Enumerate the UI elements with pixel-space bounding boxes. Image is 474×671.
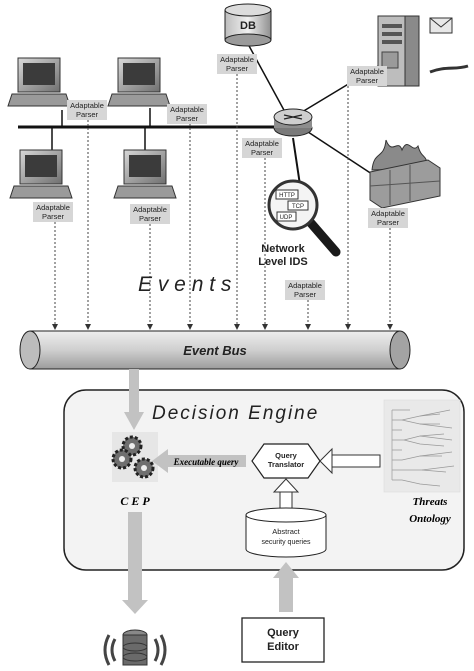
decision-engine-title: Decision Engine (152, 403, 319, 424)
ids-protocol-tcp: TCP (292, 204, 304, 210)
svg-text:Adaptable: Adaptable (170, 105, 204, 114)
svg-text:Adaptable: Adaptable (245, 139, 279, 148)
bus-to-cep-arrow (124, 369, 144, 430)
svg-text:Adaptable: Adaptable (350, 67, 384, 76)
ids-protocol-http: HTTP (279, 193, 295, 199)
abstract-queries-label-line1: Abstract (272, 527, 300, 536)
email-icon (429, 17, 453, 34)
svg-text:Parser: Parser (294, 290, 317, 299)
firewall-router-link (301, 127, 379, 179)
alarm-siren-icon (103, 629, 167, 666)
executable-query-label: Executable query (173, 457, 240, 467)
database-icon: DB (224, 3, 272, 47)
query-translator-label-line2: Translator (268, 460, 304, 469)
network-ids-magnifier-icon: HTTP TCP UDP (267, 179, 341, 257)
editor-to-store-arrow (273, 562, 299, 612)
cep-gears-icon (111, 432, 158, 482)
threats-ontology-label-line2: Ontology (409, 513, 451, 525)
network-ids-label-line1: Network (261, 243, 305, 255)
threats-ontology-label-line1: Threats (413, 496, 448, 508)
svg-text:Adaptable: Adaptable (288, 281, 322, 290)
event-flow-arrows (52, 74, 393, 330)
pc-icon (7, 57, 71, 107)
query-editor-box: Query Editor (241, 617, 325, 663)
svg-text:Adaptable: Adaptable (220, 55, 254, 64)
query-translator-label-line1: Query (275, 451, 298, 460)
svg-text:Adaptable: Adaptable (70, 101, 104, 110)
pc-icon (107, 57, 171, 107)
threats-ontology-tree-icon (383, 399, 461, 493)
abstract-queries-label-line2: security queries (261, 539, 311, 546)
svg-text:Parser: Parser (76, 110, 99, 119)
svg-text:Adaptable: Adaptable (371, 209, 405, 218)
event-bus-label: Event Bus (183, 343, 247, 358)
svg-text:Parser: Parser (139, 214, 162, 223)
ids-protocol-udp: UDP (280, 215, 293, 221)
query-editor-label-line1: Query (267, 627, 300, 639)
query-editor-label-line2: Editor (267, 641, 299, 653)
svg-text:Adaptable: Adaptable (133, 205, 167, 214)
feather-icon (429, 64, 469, 74)
svg-text:Parser: Parser (356, 76, 379, 85)
svg-text:Parser: Parser (226, 64, 249, 73)
cep-to-alarm-arrow (122, 512, 148, 614)
network-ids-label-line2: Level IDS (258, 256, 308, 268)
query-translator-box: Query Translator (251, 443, 321, 479)
db-label: DB (240, 20, 256, 32)
firewall-icon (369, 139, 441, 209)
executable-query-arrow (152, 449, 246, 473)
ids-router-link (292, 137, 301, 186)
svg-text:Parser: Parser (42, 212, 65, 221)
svg-text:Parser: Parser (176, 114, 199, 123)
server-icon (377, 15, 420, 87)
router-icon (273, 108, 313, 137)
pc-icon (9, 149, 73, 199)
cep-label: C E P (120, 494, 150, 508)
event-bus: Event Bus (19, 330, 411, 370)
svg-text:Parser: Parser (377, 218, 400, 227)
events-label: E v e n t s (138, 273, 232, 296)
ontology-to-translator-arrow (319, 447, 381, 475)
decision-engine-panel (63, 389, 465, 571)
pc-icon (113, 149, 177, 199)
abstract-security-queries-store: Abstract security queries (245, 507, 327, 558)
svg-text:Parser: Parser (251, 148, 274, 157)
svg-text:Adaptable: Adaptable (36, 203, 70, 212)
